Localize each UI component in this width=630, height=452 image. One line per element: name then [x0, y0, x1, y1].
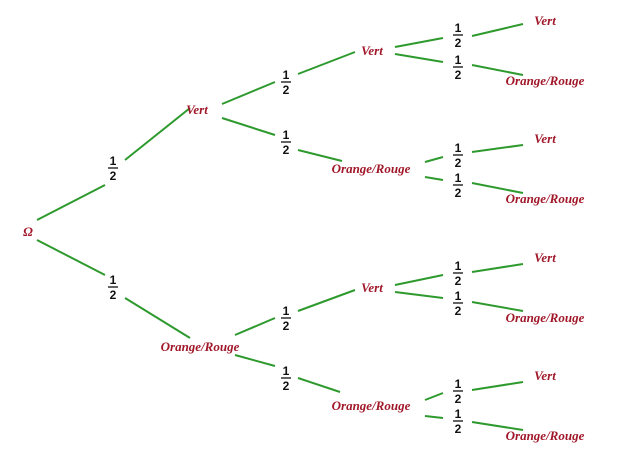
probability-denominator: 2: [110, 288, 117, 302]
probability-numerator: 1: [455, 21, 462, 35]
branch-8-probability: 12: [453, 53, 463, 82]
tree-branches: [36, 23, 524, 431]
branch-2-segment-1: [36, 239, 106, 276]
branch-11-segment-2: [471, 263, 524, 273]
probability-numerator: 1: [455, 289, 462, 303]
probability-numerator: 1: [455, 407, 462, 421]
branch-7-segment-1: [394, 37, 444, 48]
probability-denominator: 2: [110, 169, 117, 183]
node-l3-orange-rouge-3: Orange/Rouge: [506, 310, 585, 325]
probability-numerator: 1: [283, 68, 290, 82]
tree-nodes: Ω Vert Orange/Rouge Vert Orange/Rouge Ve…: [23, 13, 584, 443]
probability-numerator: 1: [283, 304, 290, 318]
branch-5-probability: 12: [281, 304, 291, 333]
probability-numerator: 1: [455, 141, 462, 155]
branch-2-probability: 12: [108, 273, 118, 302]
probability-denominator: 2: [283, 143, 290, 157]
probability-denominator: 2: [455, 186, 462, 200]
probability-denominator: 2: [455, 274, 462, 288]
node-l3-orange-rouge-4: Orange/Rouge: [506, 428, 585, 443]
probability-numerator: 1: [283, 128, 290, 142]
branch-1-probability: 12: [108, 154, 118, 183]
branch-12-segment-2: [471, 301, 524, 312]
branch-11-probability: 12: [453, 259, 463, 288]
node-l2-orange-rouge-2: Orange/Rouge: [332, 398, 411, 413]
branch-3-segment-2: [297, 51, 356, 75]
branch-11-segment-1: [394, 274, 444, 286]
branch-9-probability: 12: [453, 141, 463, 170]
branch-12-probability: 12: [453, 289, 463, 318]
branch-13-probability: 12: [453, 377, 463, 406]
branch-12-segment-1: [394, 291, 444, 299]
node-l3-vert-2: Vert: [534, 131, 556, 146]
branch-6-segment-1: [234, 354, 276, 367]
node-l1-vert: Vert: [186, 102, 208, 117]
branch-13-segment-1: [424, 392, 444, 401]
branch-3-segment-1: [221, 81, 276, 105]
node-l2-orange-rouge-1: Orange/Rouge: [332, 161, 411, 176]
probability-denominator: 2: [283, 379, 290, 393]
branch-7-probability: 12: [453, 21, 463, 50]
node-l3-orange-rouge-1: Orange/Rouge: [506, 73, 585, 88]
probability-numerator: 1: [455, 259, 462, 273]
branch-8-segment-1: [394, 53, 444, 63]
branch-5-segment-1: [234, 317, 276, 336]
branch-4-segment-1: [221, 117, 276, 136]
branch-7-segment-2: [471, 23, 524, 37]
branch-10-segment-2: [471, 182, 524, 194]
node-l1-orange-rouge: Orange/Rouge: [161, 339, 240, 354]
branch-4-segment-2: [297, 149, 343, 162]
probability-denominator: 2: [455, 36, 462, 50]
probability-denominator: 2: [455, 422, 462, 436]
branch-3-probability: 12: [281, 68, 291, 97]
branch-4-probability: 12: [281, 128, 291, 157]
node-l2-vert-1: Vert: [361, 43, 383, 58]
probability-numerator: 1: [455, 53, 462, 67]
branch-13-segment-2: [471, 381, 524, 391]
probability-numerator: 1: [110, 273, 117, 287]
branch-5-segment-2: [297, 289, 356, 312]
root-node: Ω: [23, 224, 33, 239]
probability-denominator: 2: [455, 304, 462, 318]
probability-denominator: 2: [283, 319, 290, 333]
branch-10-probability: 12: [453, 171, 463, 200]
branch-1-segment-2: [124, 107, 191, 161]
branch-9-segment-1: [424, 156, 444, 163]
branch-9-segment-2: [471, 144, 524, 153]
branch-6-segment-2: [297, 377, 341, 393]
probability-numerator: 1: [455, 377, 462, 391]
node-l3-vert-3: Vert: [534, 250, 556, 265]
branch-10-segment-1: [424, 176, 444, 181]
node-l2-vert-2: Vert: [361, 280, 383, 295]
probability-denominator: 2: [455, 156, 462, 170]
branch-14-segment-1: [424, 415, 444, 419]
branch-14-segment-2: [471, 421, 524, 431]
probability-denominator: 2: [283, 83, 290, 97]
branch-1-segment-1: [36, 184, 106, 221]
probability-numerator: 1: [110, 154, 117, 168]
branch-8-segment-2: [471, 64, 524, 76]
probability-denominator: 2: [455, 392, 462, 406]
branch-2-segment-2: [124, 297, 191, 339]
branch-14-probability: 12: [453, 407, 463, 436]
branch-6-probability: 12: [281, 364, 291, 393]
node-l3-vert-1: Vert: [534, 13, 556, 28]
node-l3-orange-rouge-2: Orange/Rouge: [506, 191, 585, 206]
probability-numerator: 1: [283, 364, 290, 378]
node-l3-vert-4: Vert: [534, 368, 556, 383]
probability-numerator: 1: [455, 171, 462, 185]
probability-denominator: 2: [455, 68, 462, 82]
